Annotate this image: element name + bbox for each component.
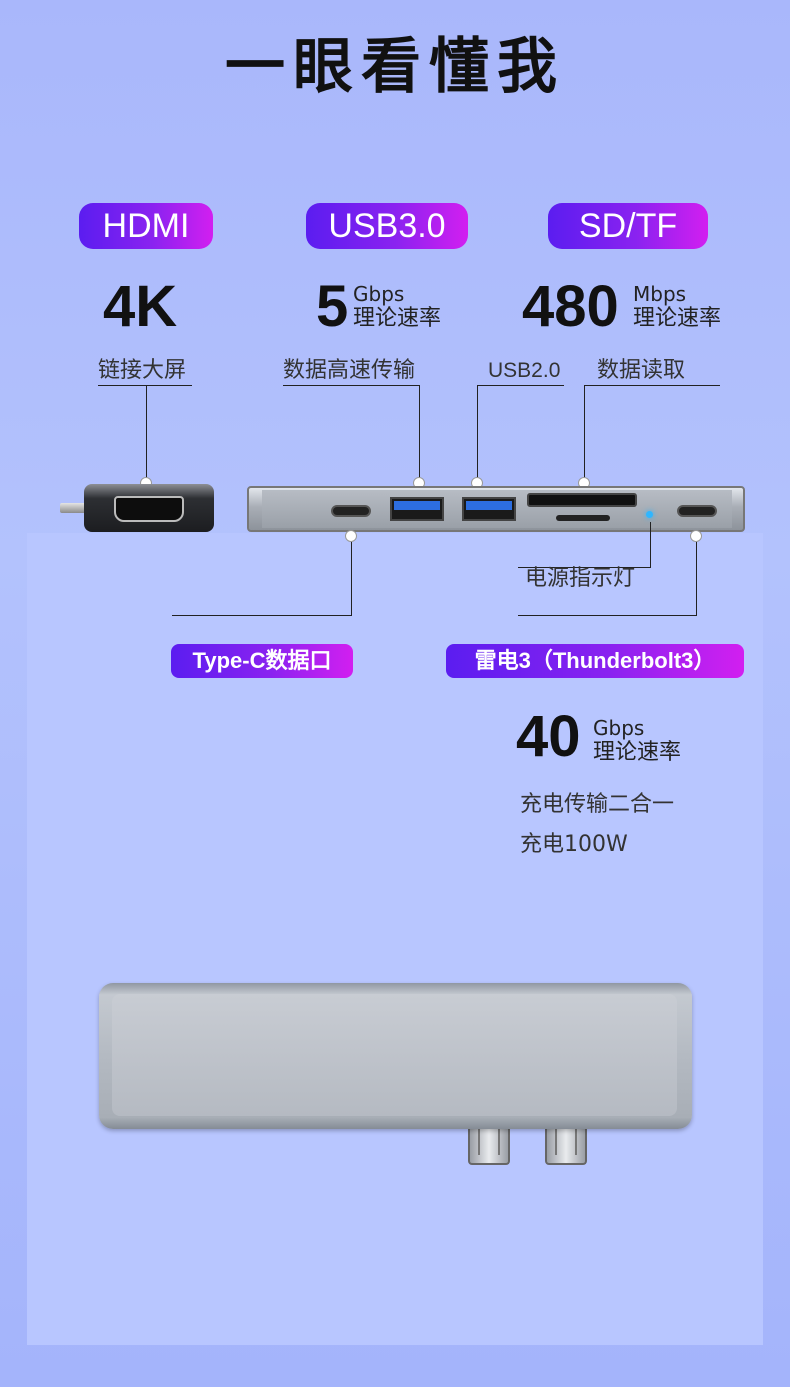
thunderbolt-leader [696,542,697,615]
hdmi-plug [60,503,86,513]
power-led-label: 电源指示灯 [525,566,636,591]
page-title: 一眼看懂我 [225,32,565,102]
usb3-feature-label: 数据高速传输 [283,358,416,383]
thunderbolt-leader-h [518,615,697,616]
usb2-underline [477,385,564,386]
sdtf-feature-label: 数据读取 [597,358,686,383]
usb3-underline [283,385,420,386]
usb3-speed-sub: 理论速率 [353,306,442,331]
usb2-feature-label: USB2.0 [488,359,561,382]
sdtf-leader [584,385,585,483]
thunderbolt-speed-sub: 理论速率 [593,740,682,765]
sdtf-speed-sub: 理论速率 [633,306,722,331]
hub-plug-right [545,1127,587,1165]
thunderbolt-badge: 雷电3（Thunderbolt3） [446,644,744,678]
hub-top-plate [112,994,677,1116]
usb3-port [390,497,444,521]
thunderbolt-desc-1: 充电传输二合一 [520,792,675,817]
thunderbolt-speed-value: 40 [516,704,581,769]
hdmi-underline [98,385,192,386]
hdmi-badge: HDMI [79,203,213,249]
sdtf-underline [584,385,720,386]
usb3-speed-value: 5 [316,274,349,339]
sd-card-slot [527,493,637,507]
usb3-badge: USB3.0 [306,203,468,249]
typec-port [331,505,371,517]
usb3-speed-unit: Gbps [353,282,405,306]
typec-leader [351,542,352,615]
hdmi-leader [146,385,147,483]
thunderbolt-desc-2: 充电100W [520,832,628,857]
usb3-leader [419,385,420,483]
thunderbolt-port [677,505,717,517]
sdtf-badge: SD/TF [548,203,708,249]
led-leader-h [518,567,651,568]
thunderbolt-dot [690,530,702,542]
thunderbolt-speed-unit: Gbps [593,716,645,740]
hdmi-port [114,496,184,522]
typec-leader-h [172,615,352,616]
usb2-port [462,497,516,521]
typec-dot [345,530,357,542]
sdtf-speed-value: 480 [522,274,619,339]
tf-card-slot [556,515,610,521]
hub-plug-left [468,1127,510,1165]
led-leader [650,522,651,567]
power-led [646,511,653,518]
typec-badge: Type-C数据口 [171,644,353,678]
usb2-leader [477,385,478,483]
sdtf-speed-unit: Mbps [633,282,687,306]
hdmi-feature-label: 链接大屏 [98,358,187,383]
hdmi-resolution: 4K [103,274,178,339]
